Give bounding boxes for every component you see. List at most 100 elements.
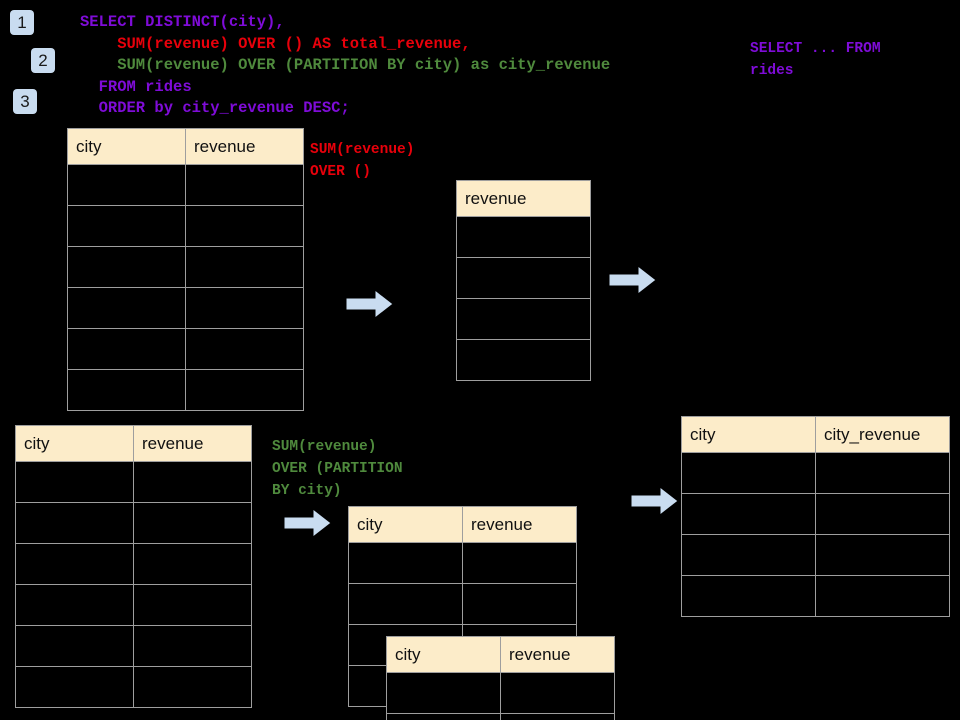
table-row: [15, 543, 252, 585]
table-row: [67, 369, 304, 411]
table-cell: [500, 672, 615, 714]
table-row: [67, 246, 304, 288]
step-badge-2: 2: [31, 48, 55, 73]
table-cell: [185, 205, 304, 247]
table-row: [386, 713, 615, 720]
annot-sum-over-partition-line-2: OVER (PARTITION: [272, 461, 403, 477]
table-header-row: revenue: [456, 180, 591, 217]
table-cell: [456, 257, 591, 299]
table-cell: [815, 493, 950, 535]
table-cell: [456, 216, 591, 258]
table-cell: [15, 625, 134, 667]
table-row: [456, 298, 591, 340]
column-header-revenue: revenue: [456, 180, 591, 217]
table-row: [15, 666, 252, 708]
table-row: [681, 452, 950, 494]
arrow-source-to-partition-icon: [283, 507, 332, 543]
table-row: [67, 205, 304, 247]
step-badge-3: 3: [13, 89, 37, 114]
table-cell: [815, 575, 950, 617]
table-cell: [185, 369, 304, 411]
table-cell: [185, 246, 304, 288]
table-cell: [456, 339, 591, 381]
table-cell: [133, 584, 252, 626]
arrow-partition-to-final-icon: [630, 485, 679, 521]
table-row: [67, 328, 304, 370]
table-row: [15, 625, 252, 667]
table-cell: [67, 328, 186, 370]
table-cell: [456, 298, 591, 340]
annot-sum-over-empty-line-2: OVER (): [310, 164, 371, 180]
sql-line-2: SUM(revenue) OVER () AS total_revenue,: [80, 34, 471, 53]
annot-sum-over-partition-line-1: SUM(revenue): [272, 439, 377, 455]
table-cell: [133, 502, 252, 544]
table-cell: [67, 205, 186, 247]
table-cell: [500, 713, 615, 720]
annot-sum-over-empty-line-1: SUM(revenue): [310, 142, 415, 158]
table-cell: [348, 542, 463, 584]
table-total-revenue: revenue: [456, 180, 591, 381]
table-row: [15, 502, 252, 544]
table-cell: [681, 575, 816, 617]
column-header-city: city: [67, 128, 186, 165]
table-cell: [462, 583, 577, 625]
table-cell: [67, 246, 186, 288]
table-cell: [462, 542, 577, 584]
table-row: [15, 584, 252, 626]
table-row: [456, 216, 591, 258]
table-cell: [185, 328, 304, 370]
table-cell: [15, 666, 134, 708]
table-row: [456, 339, 591, 381]
annot-select-from-line-2: rides: [750, 63, 794, 79]
table-cell: [815, 534, 950, 576]
table-cell: [185, 287, 304, 329]
table-cell: [815, 452, 950, 494]
arrow-source-to-total-icon: [345, 288, 394, 324]
table-cell: [133, 543, 252, 585]
column-header-city: city: [348, 506, 463, 543]
column-header-city: city: [386, 636, 501, 673]
table-cell: [386, 672, 501, 714]
table-row: [67, 164, 304, 206]
column-header-city: city: [15, 425, 134, 462]
table-row: [681, 575, 950, 617]
sql-line-1: SELECT DISTINCT(city),: [80, 13, 285, 31]
column-header-revenue: revenue: [500, 636, 615, 673]
sql-query-block: SELECT DISTINCT(city), SUM(revenue) OVER…: [80, 12, 610, 120]
sql-line-4: FROM rides: [80, 77, 192, 96]
table-row: [348, 583, 577, 625]
table-row: [681, 534, 950, 576]
table-row: [15, 461, 252, 503]
table-cell: [67, 369, 186, 411]
table-cell: [67, 287, 186, 329]
annot-sum-over-partition-line-3: BY city): [272, 483, 342, 499]
table-cell: [348, 583, 463, 625]
table-cell: [133, 666, 252, 708]
table-cell: [67, 164, 186, 206]
table-cell: [681, 452, 816, 494]
table-cell: [15, 502, 134, 544]
table-cell: [386, 713, 501, 720]
table-cell: [15, 584, 134, 626]
table-row: [456, 257, 591, 299]
table-row: [386, 672, 615, 714]
column-header-revenue: revenue: [462, 506, 577, 543]
column-header-city_revenue: city_revenue: [815, 416, 950, 453]
annotation-sum-over-empty: SUM(revenue) OVER (): [310, 139, 414, 183]
table-row: [348, 542, 577, 584]
step-badge-1: 1: [10, 10, 34, 35]
table-cell: [15, 543, 134, 585]
sql-line-5: ORDER by city_revenue DESC;: [80, 99, 350, 117]
column-header-revenue: revenue: [133, 425, 252, 462]
table-cell: [681, 534, 816, 576]
